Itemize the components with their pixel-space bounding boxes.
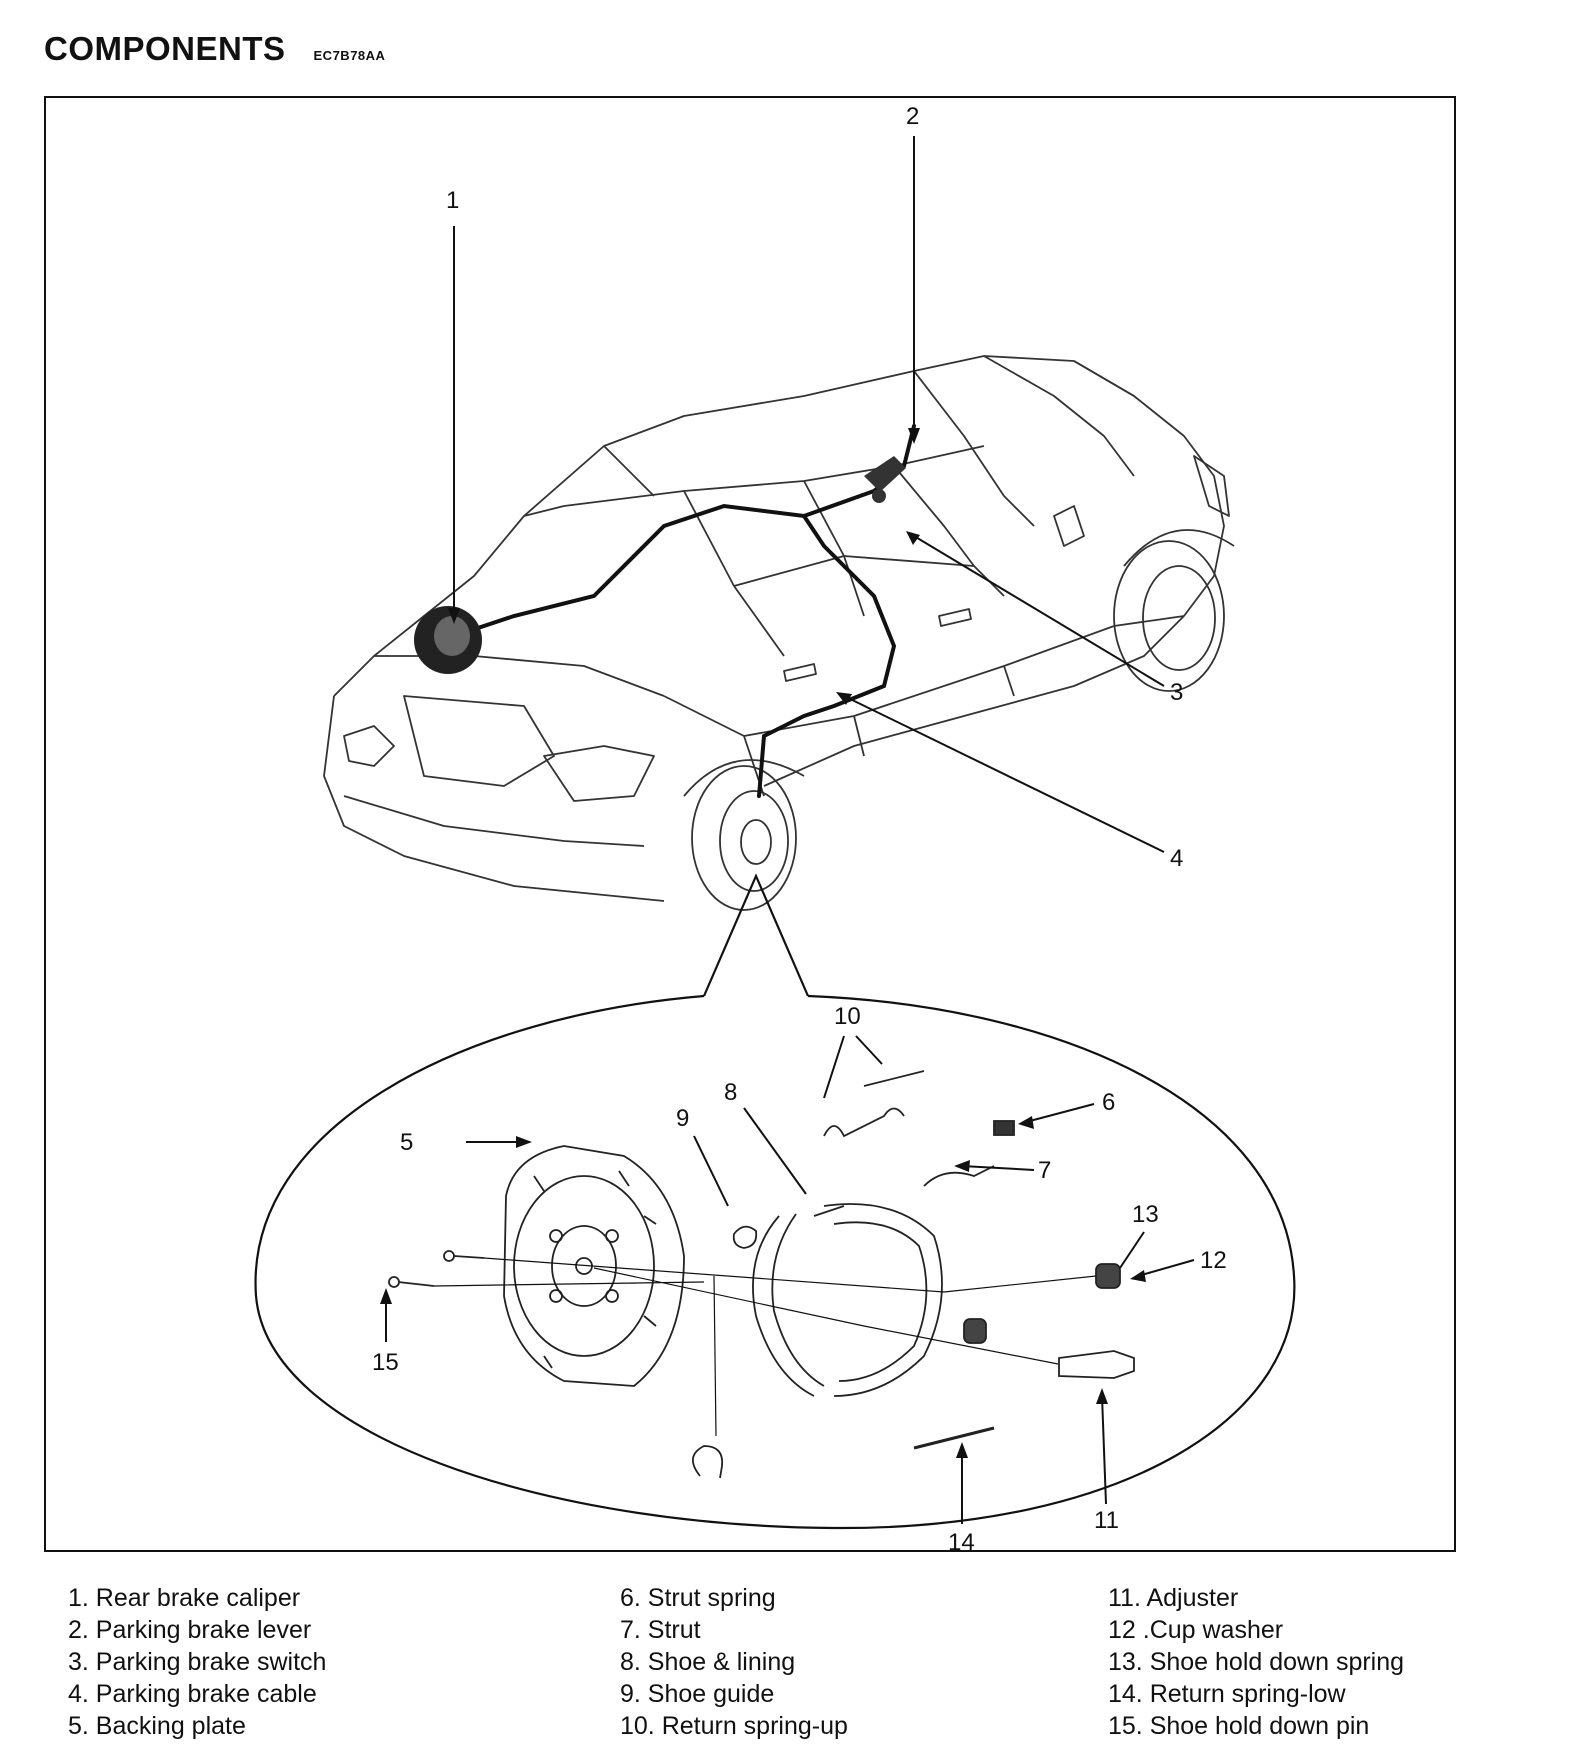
- return-spring-low-drawing: [913, 1426, 995, 1450]
- callout-7-leader: [961, 1165, 1035, 1171]
- callout-4-arrowhead: [836, 692, 852, 705]
- legend-item: 2. Parking brake lever: [68, 1616, 312, 1644]
- legend-item: 4. Parking brake cable: [68, 1680, 317, 1708]
- callout-14-arrowhead: [956, 1442, 968, 1458]
- page-title: COMPONENTS: [44, 30, 286, 67]
- legend-item: 11. Adjuster: [1108, 1584, 1239, 1612]
- callout-10: 10: [834, 1003, 861, 1030]
- legend-item: 3. Parking brake switch: [68, 1648, 327, 1676]
- detail-parts: [388, 1070, 1135, 1479]
- callout-6-arrowhead: [1018, 1116, 1034, 1129]
- callout-2: 2: [906, 103, 919, 130]
- legend-item: 6. Strut spring: [620, 1584, 776, 1612]
- callout-5: 5: [400, 1129, 413, 1156]
- return-spring-up-drawing-1: [823, 1107, 905, 1138]
- return-spring-up-drawing-2: [863, 1070, 925, 1087]
- backing-plate-drawing: [503, 1145, 685, 1387]
- adjuster-drawing: [1058, 1350, 1135, 1379]
- car-illustration: [323, 355, 1235, 911]
- callout-3-arrowhead: [906, 531, 920, 545]
- callout-7-arrowhead: [954, 1160, 970, 1172]
- legend-item: 13. Shoe hold down spring: [1108, 1648, 1405, 1676]
- callout-10-leader-a: [823, 1035, 845, 1099]
- parking-brake-lever-drawing: [864, 456, 906, 503]
- legend-item: 12 .Cup washer: [1108, 1616, 1284, 1644]
- callout-11: 11: [1094, 1507, 1119, 1534]
- callout-8: 8: [724, 1079, 737, 1106]
- callout-3: 3: [1170, 679, 1183, 706]
- brake-detail-bubble: [254, 873, 1296, 1530]
- rear-brake-caliper-drawing: [414, 606, 482, 674]
- callout-13-leader: [1119, 1231, 1145, 1269]
- legend-item: 5. Backing plate: [68, 1712, 246, 1740]
- components-diagram: 1 2 3 4 5 6 7 8 9 10 11 12 13 14 15: [44, 96, 1456, 1552]
- callout-12-arrowhead: [1130, 1270, 1146, 1282]
- callout-1: 1: [446, 187, 459, 214]
- callout-4: 4: [1170, 845, 1183, 872]
- legend-column-2: 6. Strut spring 7. Strut 8. Shoe & linin…: [620, 1582, 848, 1742]
- legend-item: 15. Shoe hold down pin: [1108, 1712, 1370, 1740]
- callout-15: 15: [372, 1349, 399, 1376]
- diagram-frame: 1 2 3 4 5 6 7 8 9 10 11 12 13 14 15: [44, 96, 1456, 1552]
- callout-11-leader: [1101, 1395, 1107, 1505]
- callout-9-leader: [693, 1135, 729, 1207]
- hold-down-pin-drawing: [388, 1250, 485, 1288]
- callout-6-leader: [1025, 1103, 1095, 1123]
- clip-drawing: [692, 1445, 724, 1479]
- callout-9: 9: [676, 1105, 689, 1132]
- strut-drawing: [923, 1165, 995, 1187]
- legend-item: 1. Rear brake caliper: [68, 1584, 301, 1612]
- parking-brake-cable-routing: [452, 424, 916, 798]
- callout-2-arrowhead: [908, 428, 920, 444]
- callout-labels: 1 2 3 4 5 6 7 8 9 10 11 12 13 14 15: [372, 103, 1227, 1552]
- strut-spring-drawing: [993, 1120, 1015, 1136]
- header: COMPONENTS EC7B78AA: [44, 30, 385, 68]
- legend-item: 14. Return spring-low: [1108, 1680, 1346, 1708]
- callout-11-arrowhead: [1096, 1388, 1108, 1404]
- legend-column-1: 1. Rear brake caliper 2. Parking brake l…: [68, 1582, 326, 1742]
- callout-3-leader: [913, 535, 1165, 687]
- cup-washer-drawing: [1095, 1263, 1121, 1289]
- callout-12-leader: [1137, 1259, 1195, 1277]
- callout-6: 6: [1102, 1089, 1115, 1116]
- callout-15-arrowhead: [380, 1288, 392, 1304]
- callout-13: 13: [1132, 1201, 1159, 1228]
- hold-down-spring-drawing: [963, 1318, 987, 1344]
- legend-item: 8. Shoe & lining: [620, 1648, 796, 1676]
- callout-4-leader: [843, 695, 1165, 853]
- callout-12: 12: [1200, 1247, 1227, 1274]
- callout-14: 14: [948, 1529, 975, 1552]
- callout-7: 7: [1038, 1157, 1051, 1184]
- shoe-guide-drawing: [732, 1225, 758, 1249]
- legend-item: 9. Shoe guide: [620, 1680, 775, 1708]
- legend-item: 7. Strut: [620, 1616, 701, 1644]
- callout-8-leader: [743, 1107, 807, 1195]
- callout-5-arrowhead: [516, 1136, 532, 1148]
- callout-10-leader-b: [855, 1035, 883, 1065]
- legend-item: 10. Return spring-up: [620, 1712, 848, 1740]
- shoe-and-lining-drawing: [752, 1203, 943, 1397]
- document-code: EC7B78AA: [313, 48, 386, 63]
- legend-column-3: 11. Adjuster 12 .Cup washer 13. Shoe hol…: [1108, 1582, 1404, 1742]
- callout-1-arrowhead: [448, 608, 460, 624]
